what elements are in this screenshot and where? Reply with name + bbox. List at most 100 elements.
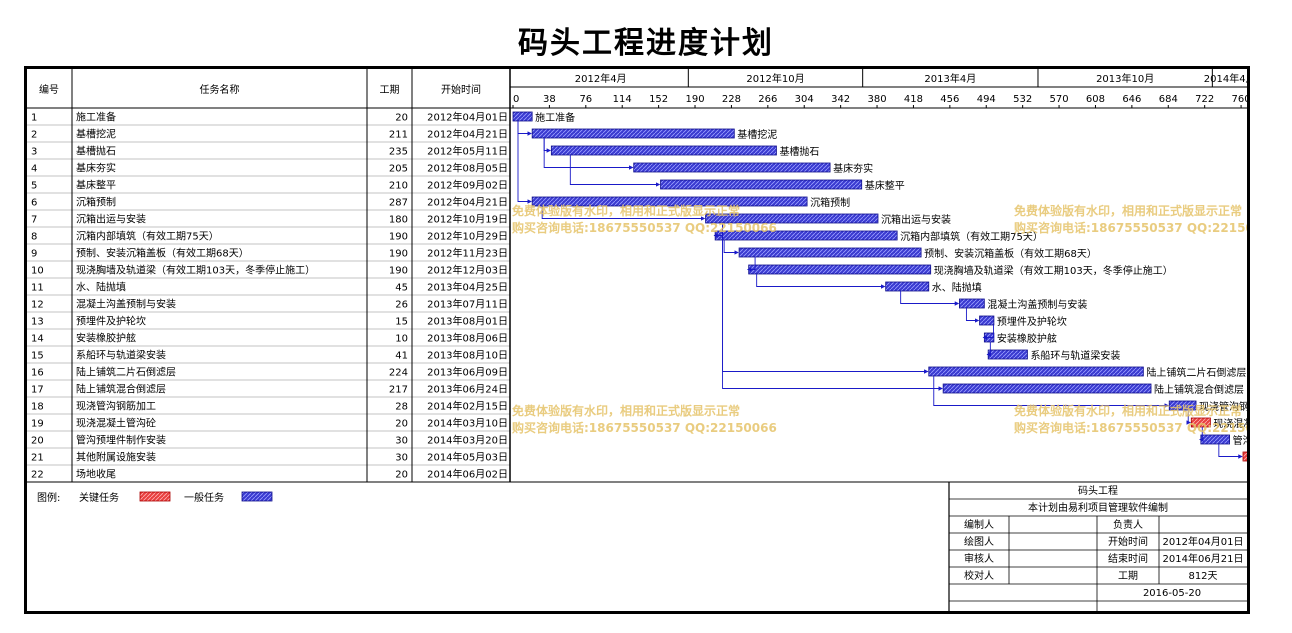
task-bar[interactable] bbox=[885, 281, 930, 292]
watermark-text: 购买咨询电话:18675550537 QQ:22150066 bbox=[1014, 420, 1247, 435]
legend-critical-label: 关键任务 bbox=[79, 491, 119, 504]
task-id: 5 bbox=[31, 181, 37, 192]
task-bar[interactable] bbox=[979, 315, 995, 326]
task-name: 陆上铺筑二片石倒滤层 bbox=[76, 366, 176, 379]
watermark-text: 免费体验版有水印，相用和正式版显示正常 bbox=[512, 403, 740, 418]
task-name: 管沟预埋件制作安装 bbox=[76, 434, 166, 447]
header-name: 任务名称 bbox=[200, 83, 240, 96]
info-cell: 812天 bbox=[1188, 571, 1217, 582]
task-bar[interactable] bbox=[748, 264, 932, 275]
task-id: 8 bbox=[31, 232, 37, 243]
task-duration: 210 bbox=[389, 181, 408, 192]
dependency-arrow bbox=[965, 308, 980, 323]
day-tick-label: 608 bbox=[1086, 94, 1105, 105]
task-bar[interactable] bbox=[959, 298, 985, 309]
info-cell: 2014年06月21日 bbox=[1163, 552, 1244, 565]
task-id: 2 bbox=[31, 130, 37, 141]
task-bar[interactable] bbox=[512, 111, 533, 122]
info-date: 2016-05-20 bbox=[1143, 588, 1201, 599]
task-duration: 211 bbox=[389, 130, 408, 141]
task-name: 场地收尾 bbox=[76, 468, 116, 481]
task-bar[interactable] bbox=[550, 145, 777, 156]
task-bar[interactable] bbox=[942, 383, 1152, 394]
task-start: 2012年04月21日 bbox=[427, 196, 508, 209]
bar-label: 沉箱内部填筑（有效工期75天） bbox=[900, 230, 1043, 243]
task-bar[interactable] bbox=[531, 128, 735, 139]
dependency-arrow bbox=[722, 223, 943, 391]
dependency-arrow bbox=[982, 325, 994, 340]
task-name: 预制、安装沉箱盖板（有效工期68天） bbox=[76, 247, 249, 260]
dependency-arrow bbox=[517, 121, 532, 136]
task-bar[interactable] bbox=[660, 179, 863, 190]
bar-label: 沉箱出运与安装 bbox=[881, 213, 951, 226]
bar-label: 沉箱预制 bbox=[810, 196, 850, 209]
dependency-arrow bbox=[722, 223, 929, 374]
task-bar[interactable] bbox=[1242, 451, 1247, 462]
bar-label: 现浇胸墙及轨道梁（有效工期103天，冬季停止施工） bbox=[934, 264, 1173, 277]
task-id: 17 bbox=[31, 385, 44, 396]
task-bar[interactable] bbox=[705, 213, 879, 224]
task-bar[interactable] bbox=[1200, 434, 1230, 445]
task-duration: 28 bbox=[395, 402, 408, 413]
day-tick-label: 342 bbox=[831, 94, 850, 105]
task-bar[interactable] bbox=[1168, 400, 1197, 411]
task-duration: 224 bbox=[389, 368, 408, 379]
task-start: 2012年04月21日 bbox=[427, 128, 508, 141]
day-tick-label: 570 bbox=[1050, 94, 1069, 105]
task-bar[interactable] bbox=[738, 247, 922, 258]
day-tick-label: 190 bbox=[685, 94, 704, 105]
task-start: 2013年06月09日 bbox=[427, 366, 508, 379]
task-name: 基槽抛石 bbox=[76, 145, 116, 158]
task-duration: 287 bbox=[389, 198, 408, 209]
bar-label: 基床整平 bbox=[865, 179, 905, 192]
task-bar[interactable] bbox=[633, 162, 831, 173]
task-name: 陆上铺筑混合倒滤层 bbox=[76, 383, 166, 396]
month-label: 2012年10月 bbox=[746, 72, 804, 85]
task-duration: 30 bbox=[395, 453, 408, 464]
bar-label: 基床夯实 bbox=[833, 162, 873, 175]
task-duration: 190 bbox=[389, 232, 408, 243]
page-title: 码头工程进度计划 bbox=[518, 26, 774, 61]
task-id: 21 bbox=[31, 453, 44, 464]
day-tick-label: 684 bbox=[1159, 94, 1178, 105]
day-tick-label: 532 bbox=[1013, 94, 1032, 105]
task-id: 16 bbox=[31, 368, 44, 379]
bar-label: 预制、安装沉箱盖板（有效工期68天） bbox=[924, 247, 1097, 260]
task-start: 2012年09月02日 bbox=[427, 179, 508, 192]
task-name: 安装橡胶护舷 bbox=[76, 332, 136, 345]
task-bar[interactable] bbox=[1190, 417, 1211, 428]
task-id: 22 bbox=[31, 470, 44, 481]
task-id: 3 bbox=[31, 147, 37, 158]
task-bar[interactable] bbox=[531, 196, 808, 207]
header-start: 开始时间 bbox=[441, 83, 481, 96]
task-bar[interactable] bbox=[987, 349, 1028, 360]
task-start: 2013年04月25日 bbox=[427, 281, 508, 294]
task-bar[interactable] bbox=[928, 366, 1144, 377]
task-id: 10 bbox=[31, 266, 44, 277]
task-duration: 190 bbox=[389, 249, 408, 260]
task-start: 2012年11月23日 bbox=[427, 247, 508, 260]
task-id: 6 bbox=[31, 198, 37, 209]
task-start: 2013年07月11日 bbox=[427, 298, 508, 311]
watermark-text: 免费体验版有水印，相用和正式版显示正常 bbox=[512, 203, 740, 218]
month-label: 2013年10月 bbox=[1096, 72, 1154, 85]
dependency-arrow bbox=[541, 206, 706, 221]
day-tick-label: 418 bbox=[904, 94, 923, 105]
day-tick-label: 38 bbox=[543, 94, 556, 105]
legend-title: 图例: bbox=[37, 491, 60, 504]
task-name: 基床整平 bbox=[76, 179, 116, 192]
bar-label: 现浇管沟钢筋加工 bbox=[1199, 400, 1247, 413]
info-cell: 结束时间 bbox=[1108, 552, 1148, 565]
day-tick-label: 494 bbox=[977, 94, 996, 105]
task-name: 沉箱预制 bbox=[76, 196, 116, 209]
header-id: 编号 bbox=[39, 83, 59, 96]
month-label: 2013年4月 bbox=[924, 72, 976, 85]
task-id: 9 bbox=[31, 249, 37, 260]
day-tick-label: 380 bbox=[867, 94, 886, 105]
day-tick-label: 0 bbox=[513, 94, 519, 105]
task-id: 18 bbox=[31, 402, 44, 413]
bar-label: 系船环与轨道梁安装 bbox=[1030, 349, 1120, 362]
task-start: 2012年04月01日 bbox=[427, 111, 508, 124]
